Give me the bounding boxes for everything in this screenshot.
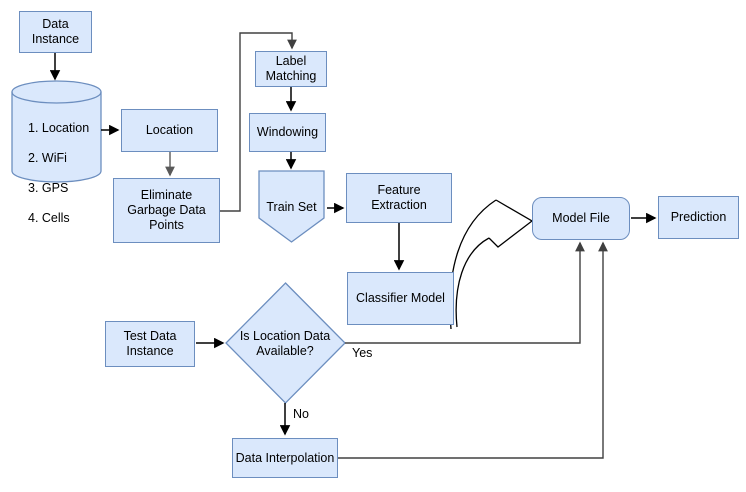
database-item-gps: 3. GPS — [28, 181, 69, 195]
node-classifier-model: Classifier Model — [347, 272, 454, 325]
database-cylinder — [11, 80, 102, 183]
arrow-decision-yes-to-modelfile — [345, 241, 585, 344]
train-set-shape — [258, 170, 325, 243]
edge-label-yes: Yes — [352, 346, 373, 360]
arrow-eliminate-to-labelmatching — [220, 32, 297, 212]
curved-arrow-classifier-to-modelfile — [449, 199, 534, 330]
node-feature-extraction: Feature Extraction — [346, 173, 452, 223]
node-data-interpolation: Data Interpolation — [232, 438, 338, 478]
database-item-location: 1. Location — [28, 121, 90, 135]
train-set-label: Train Set — [266, 200, 317, 214]
database-item-list: 1. Location 2. WiFi 3. GPS 4. Cells — [28, 106, 102, 241]
node-label-matching: Label Matching — [255, 51, 327, 87]
node-model-file: Model File — [532, 197, 630, 240]
edge-label-no: No — [293, 407, 309, 421]
node-location: Location — [121, 109, 218, 152]
node-prediction: Prediction — [658, 196, 739, 239]
node-windowing: Windowing — [249, 113, 326, 152]
node-data-instance: Data Instance — [19, 11, 92, 53]
database-item-wifi: 2. WiFi — [28, 151, 67, 165]
decision-label: Is Location Data Available? — [239, 329, 331, 358]
arrow-interpolation-to-modelfile — [338, 241, 608, 459]
database-item-cells: 4. Cells — [28, 211, 70, 225]
node-test-data-instance: Test Data Instance — [105, 321, 195, 367]
node-eliminate-garbage: Eliminate Garbage Data Points — [113, 178, 220, 243]
